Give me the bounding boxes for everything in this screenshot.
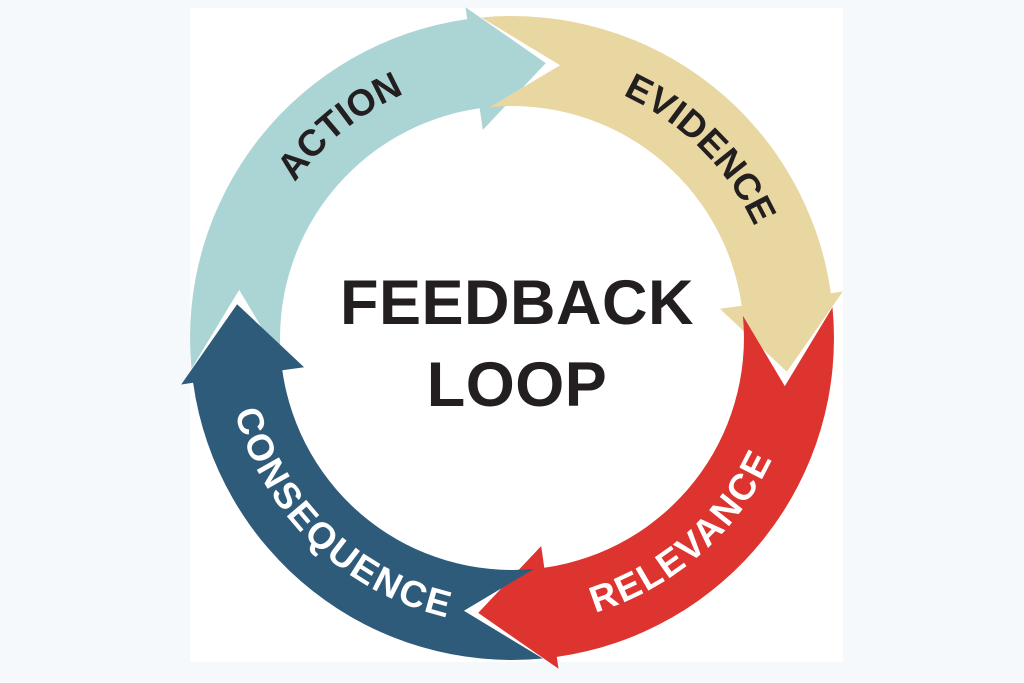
- title-line-2: LOOP: [427, 350, 608, 420]
- evidence-arrow-segment: [481, 16, 843, 372]
- action-arrow-segment: [190, 7, 546, 369]
- relevance-arrow-segment: [478, 307, 834, 669]
- title-line-1: FEEDBACK: [340, 268, 694, 338]
- consequence-arrow-segment: [181, 304, 543, 660]
